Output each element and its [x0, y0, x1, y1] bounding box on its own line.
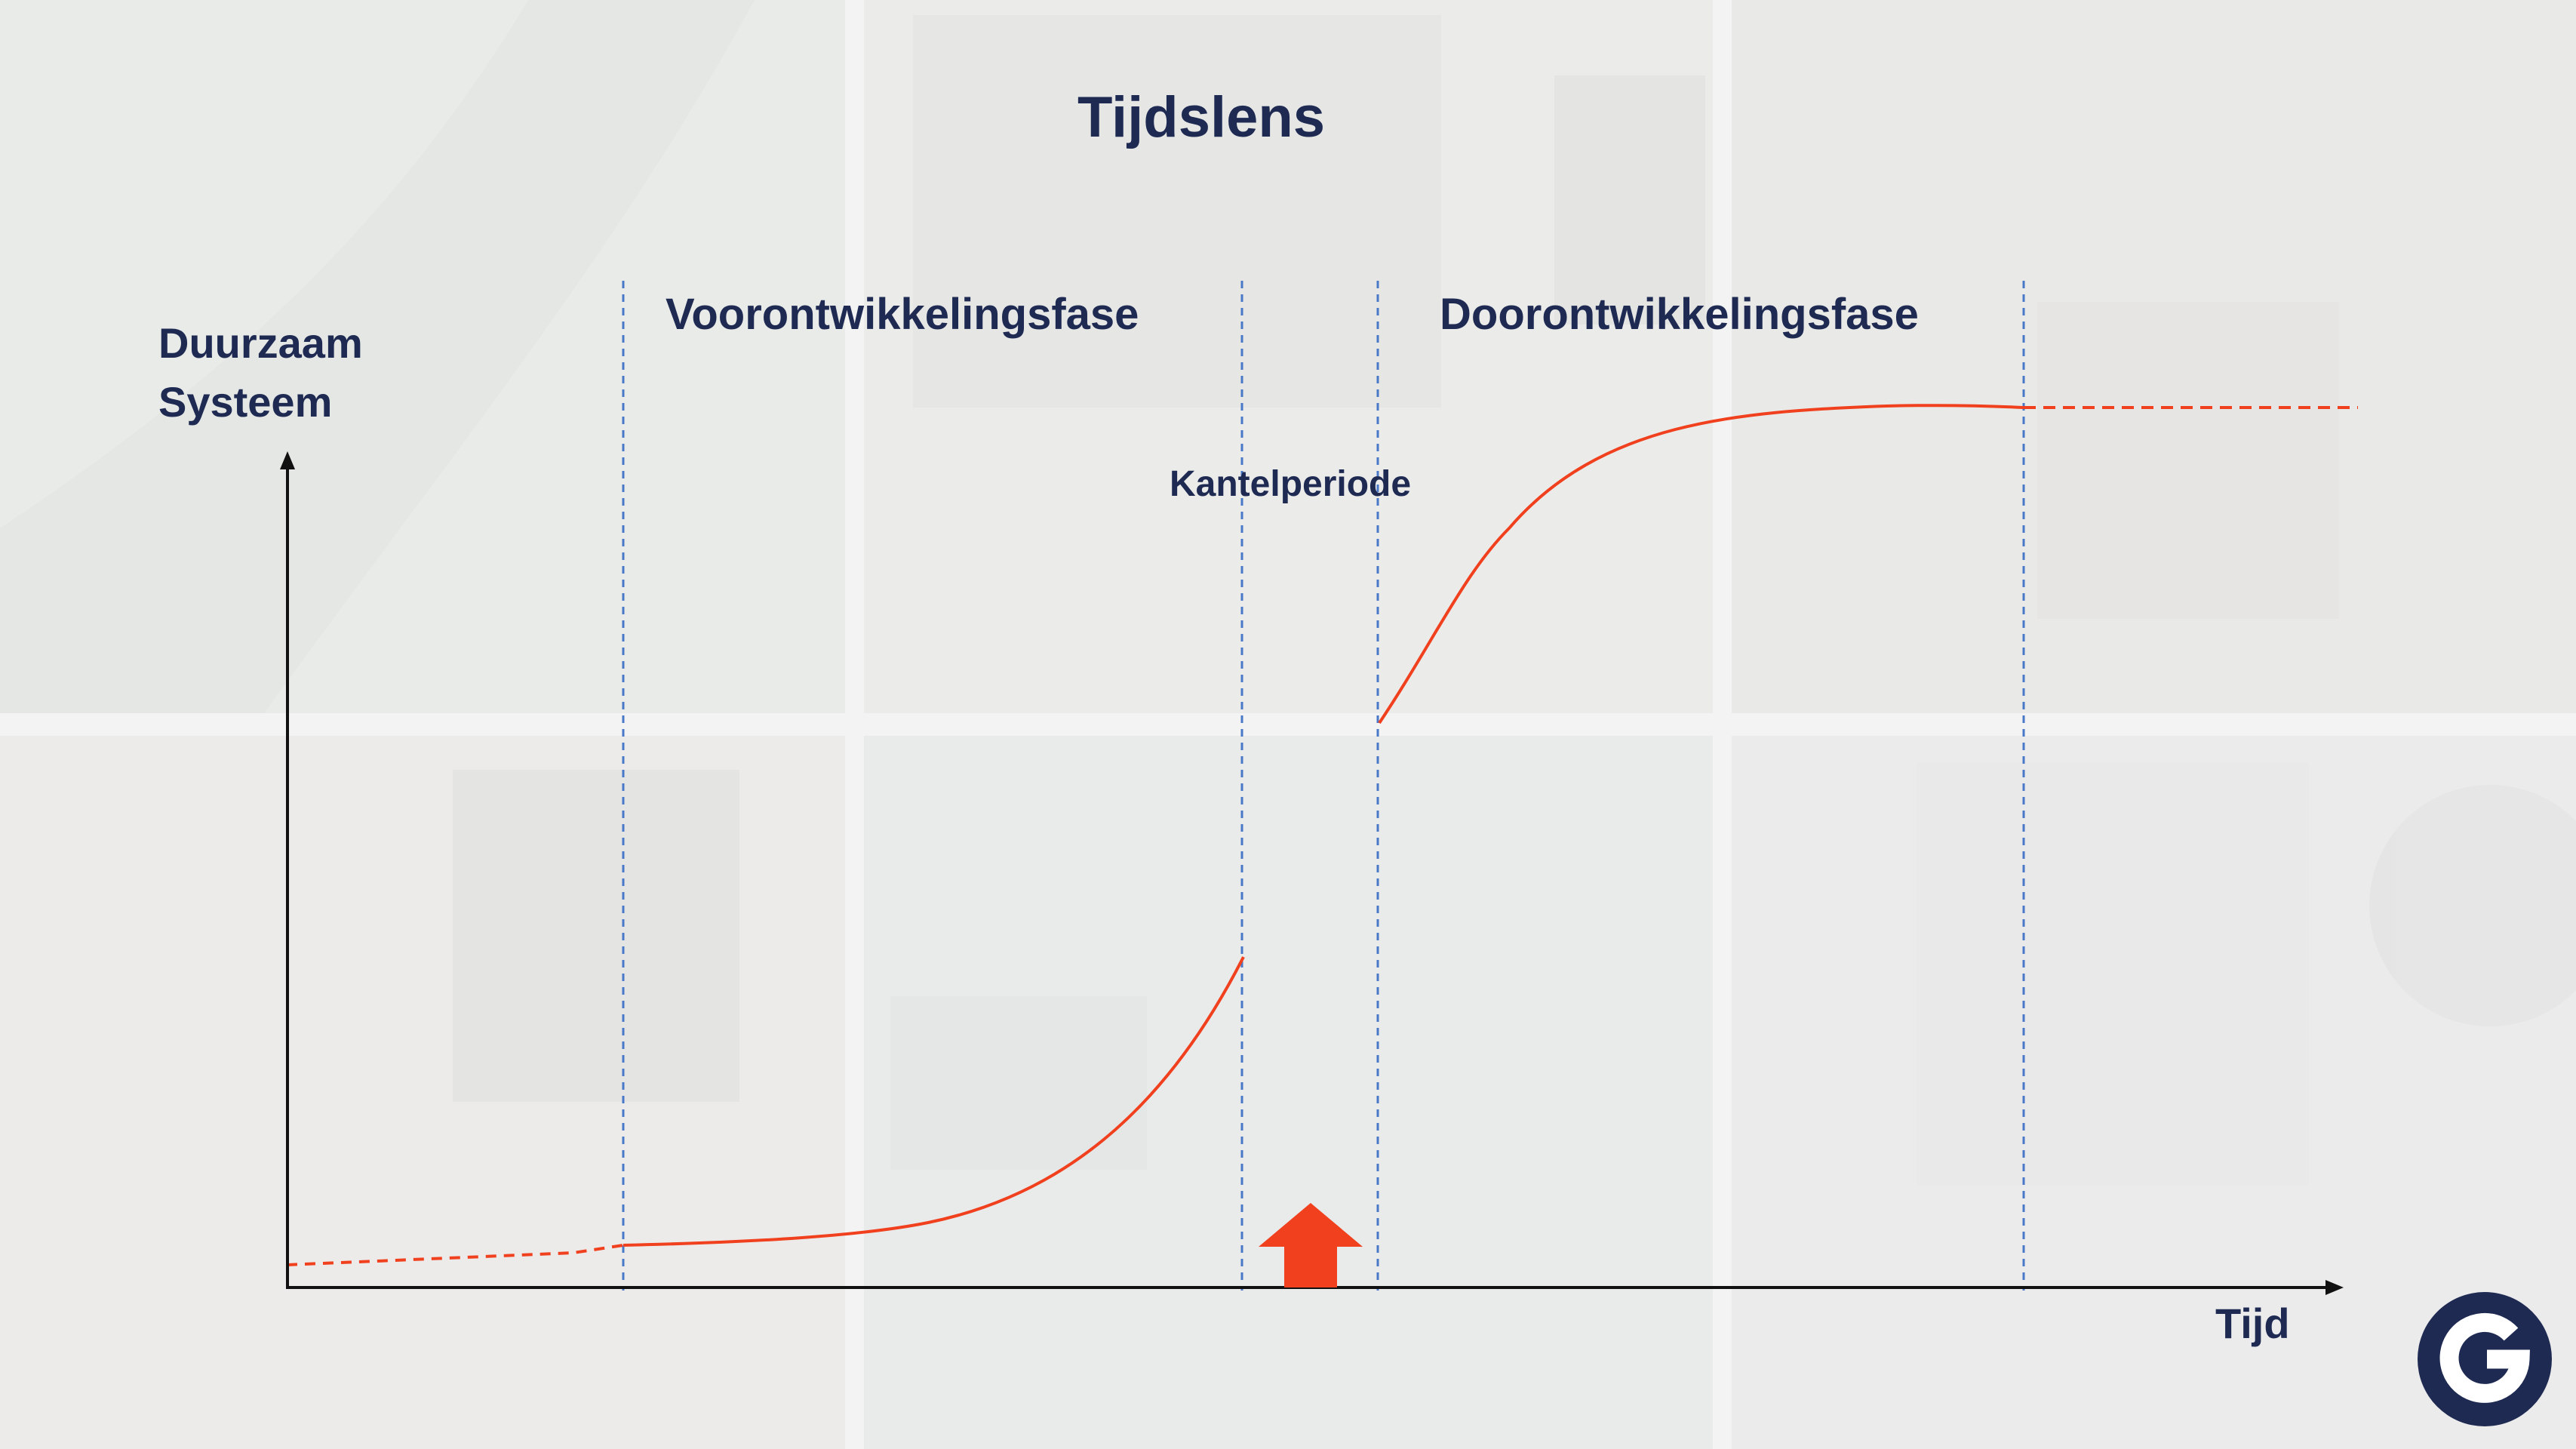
y-axis-label: Duurzaam Systeem: [158, 314, 363, 432]
y-axis-label-line1: Duurzaam: [158, 319, 363, 367]
axes: [280, 451, 2344, 1295]
page-title: Tijdslens: [1077, 85, 1326, 149]
phase-label-predevelopment: Voorontwikkelingsfase: [666, 290, 1139, 339]
y-axis-arrowhead: [280, 451, 295, 469]
x-axis-arrowhead: [2325, 1280, 2344, 1295]
curve-predevelopment-segment: [622, 956, 1245, 1247]
curve-acceleration-segment: [1378, 404, 2024, 724]
x-axis-label: Tijd: [2215, 1300, 2290, 1347]
phase-dividers: [622, 281, 2025, 1291]
y-axis-label-line2: Systeem: [158, 378, 333, 426]
transition-curve: [286, 404, 2358, 1266]
phase-label-tipping: Kantelperiode: [1170, 464, 1412, 504]
g-logo-icon: [2418, 1292, 2552, 1426]
phase-label-further-development: Doorontwikkelingsfase: [1440, 290, 1919, 339]
curve-start-dashed: [286, 1244, 624, 1266]
up-arrow-icon: [1259, 1203, 1363, 1287]
